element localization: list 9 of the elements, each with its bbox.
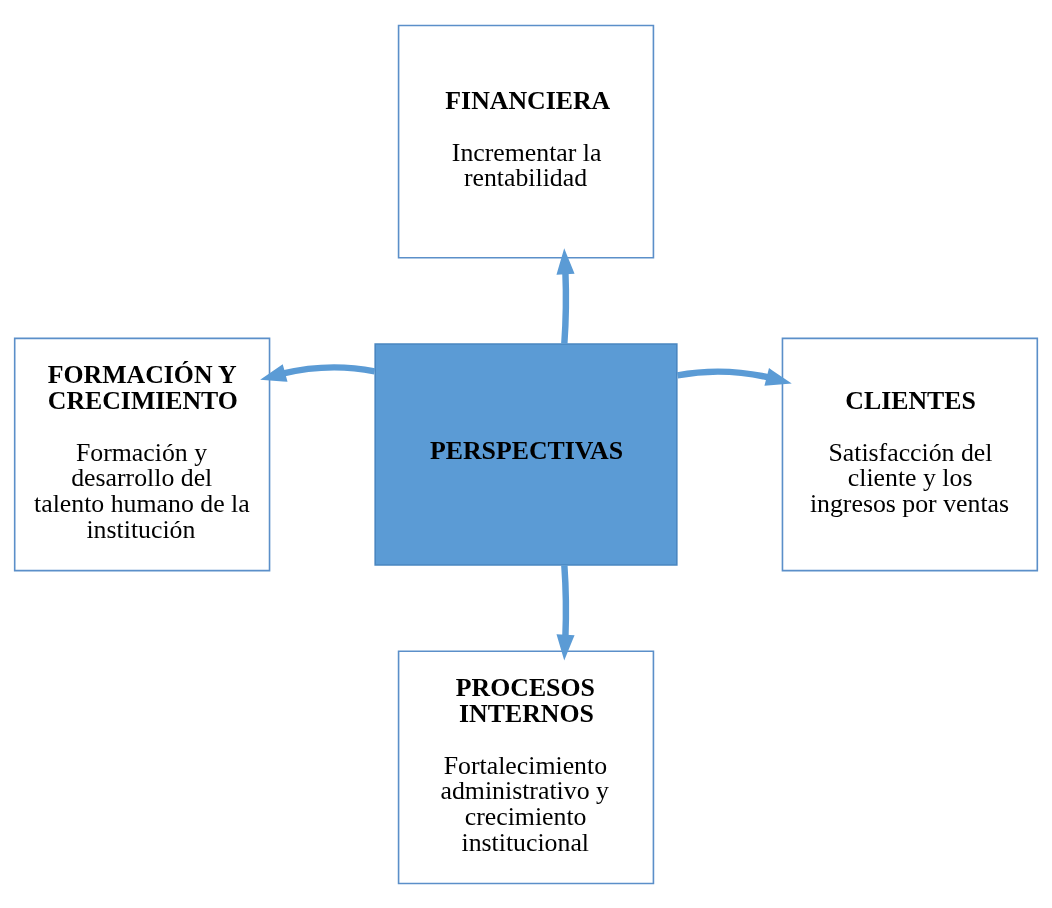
arrow (676, 367, 792, 386)
node-box: CLIENTES Satisfacción del cliente y los ingresos por ventas (781, 337, 1039, 571)
node-box: FINANCIERA Incrementar la rentabilidad (397, 24, 655, 259)
arrow (260, 363, 376, 382)
node-box: PERSPECTIVAS (374, 342, 678, 566)
arrow (556, 564, 575, 661)
node-box: PROCESOS INTERNOS Fortalecimiento administrativo y crecimiento institucional (397, 649, 655, 884)
node-box: FORMACIÓN Y CRECIMIENTO Formación y desarrollo del talento humano de la institución (13, 337, 271, 571)
arrow (556, 247, 575, 344)
